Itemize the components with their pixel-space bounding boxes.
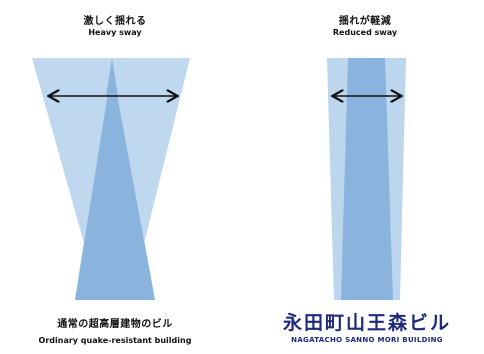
right-title-jp: 揺れが軽減 bbox=[338, 16, 392, 27]
left-caption-en: Ordinary quake-resistant building bbox=[38, 336, 192, 345]
brand-name-jp: 永田町山王森ビル bbox=[282, 312, 451, 334]
right-building-sway-shape bbox=[327, 58, 406, 300]
left-building-sway-shape bbox=[32, 58, 190, 300]
brand-name-en: NAGATACHO SANNO MORI BUILDING bbox=[291, 336, 443, 344]
left-caption-jp: 通常の超高層建物のビル bbox=[57, 319, 173, 330]
left-title-jp: 激しく揺れる bbox=[83, 16, 147, 27]
right-title-en: Reduced sway bbox=[332, 28, 398, 37]
left-title-en: Heavy sway bbox=[88, 28, 142, 37]
